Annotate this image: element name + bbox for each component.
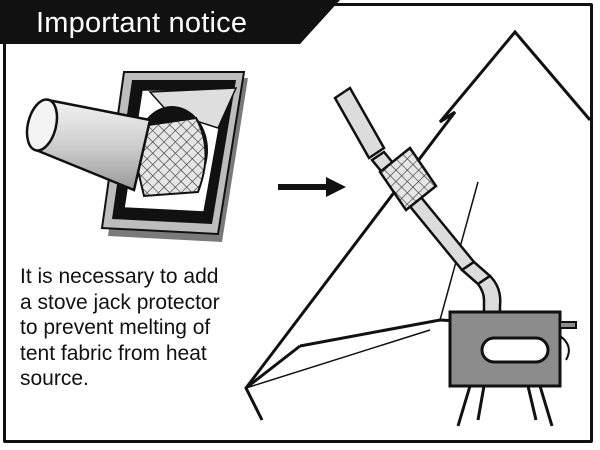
stove-jack-pipe-icon xyxy=(25,71,248,242)
stove-jack-mesh-icon xyxy=(378,146,438,212)
notice-line: source. xyxy=(20,367,89,390)
notice-title: Important notice xyxy=(36,7,248,39)
wood-stove-icon xyxy=(448,310,577,427)
tent-icon xyxy=(244,29,592,421)
arrow-right-icon xyxy=(278,177,346,197)
notice-line: It is necessary to add xyxy=(20,265,219,288)
notice-line: a stove jack protector xyxy=(20,290,220,314)
header-banner xyxy=(0,0,340,44)
notice-line: tent fabric from heat xyxy=(20,341,207,365)
notice-text: It is necessary to add a stove jack prot… xyxy=(20,264,270,392)
notice-line: to prevent melting of xyxy=(20,316,211,339)
